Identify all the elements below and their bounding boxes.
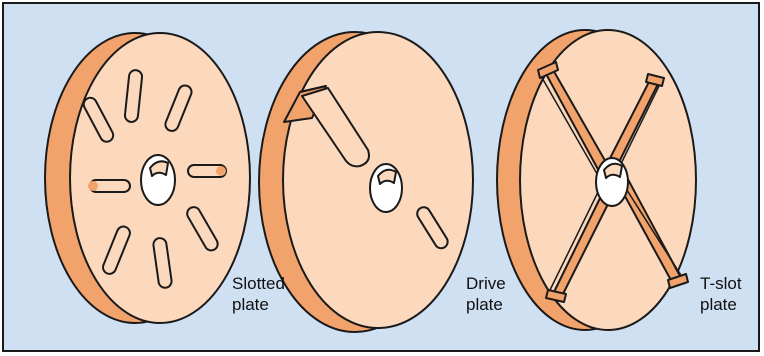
tslot-plate-label-line1: T-slot	[700, 273, 742, 294]
drive-plate-label-line1: Drive	[466, 273, 506, 294]
drive-plate-label-line2: plate	[466, 294, 506, 315]
drive-plate-label: Drive plate	[466, 273, 506, 315]
slotted-plate-label: Slotted plate	[232, 273, 285, 315]
tslot-plate-label-line2: plate	[700, 294, 742, 315]
slotted-plate-label-line2: plate	[232, 294, 285, 315]
slotted-plate	[45, 33, 250, 323]
drive-plate	[259, 32, 473, 332]
tslot-plate	[497, 30, 696, 330]
slotted-plate-label-line1: Slotted	[232, 273, 285, 294]
tslot-plate-label: T-slot plate	[700, 273, 742, 315]
